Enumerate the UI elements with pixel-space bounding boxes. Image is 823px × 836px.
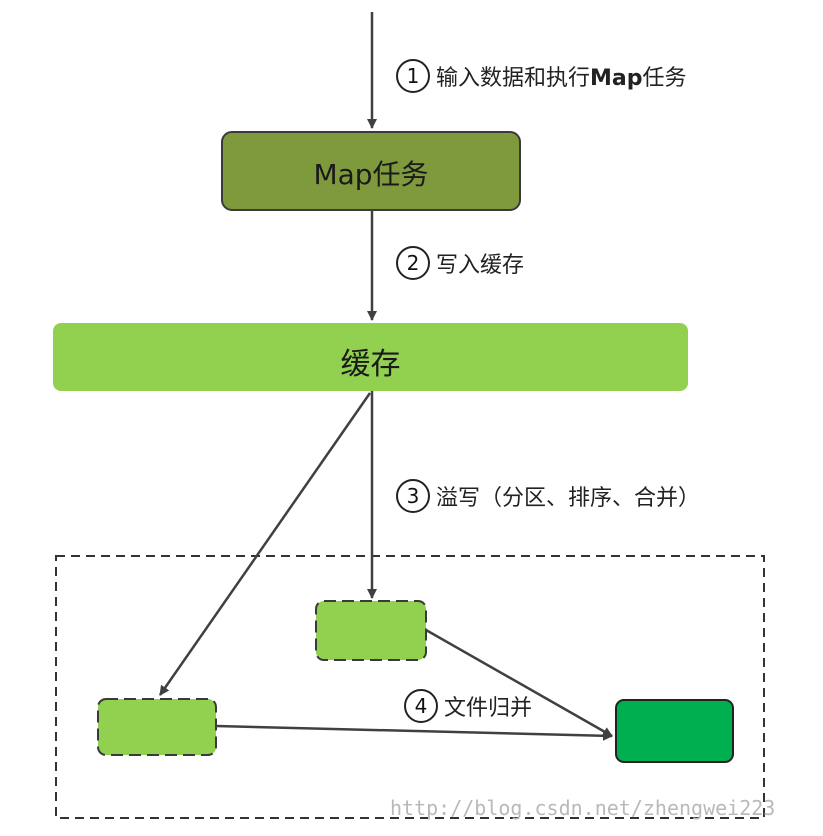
step-4-text: 文件归并	[444, 696, 533, 721]
step-1-text: 输入数据和执行Map任务	[436, 66, 687, 91]
arrow-spill-left-to-merged	[215, 724, 613, 741]
map-task-label: Map任务	[313, 158, 429, 191]
spill-file-box-left	[97, 698, 217, 756]
step-1-number: 1	[396, 59, 430, 93]
buffer-box	[53, 323, 688, 391]
step-1: 1 输入数据和执行Map任务	[396, 59, 687, 93]
step-3-number: 3	[396, 479, 430, 513]
watermark: http://blog.csdn.net/zhengwei223	[390, 796, 776, 820]
arrow-spill-top-to-merged	[425, 628, 613, 738]
merged-file-box	[615, 699, 734, 763]
step-2: 2 写入缓存	[396, 246, 524, 280]
spill-file-box-top	[315, 600, 427, 661]
step-2-text: 写入缓存	[436, 253, 525, 278]
arrow-buffer-to-spill-left	[158, 392, 372, 696]
buffer-label: 缓存	[340, 347, 401, 382]
step-3-text: 溢写（分区、排序、合并）	[436, 486, 701, 511]
step-3: 3 溢写（分区、排序、合并）	[396, 479, 700, 513]
step-4-number: 4	[404, 689, 438, 723]
step-4: 4 文件归并	[404, 689, 532, 723]
spill-region-boundary	[55, 555, 765, 819]
step-2-number: 2	[396, 246, 430, 280]
